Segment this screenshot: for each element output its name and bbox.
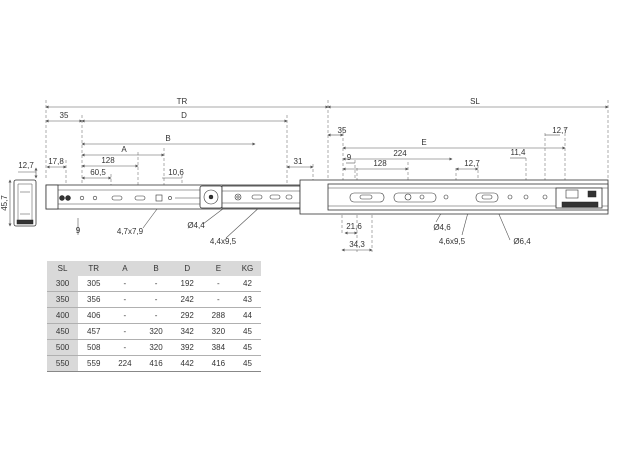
dimension-labels: TR SL 35 D B A 128 60,5 10,6 17,8 31 35 …: [0, 97, 568, 249]
label-12-7-side: 12,7: [18, 161, 34, 170]
table-cell: 288: [211, 311, 226, 320]
label-9-top: 9: [347, 153, 352, 162]
label-11-4: 11,4: [511, 148, 527, 157]
table-cell: -: [154, 295, 158, 304]
table-row: 300 305 - - 192 - 42: [47, 276, 261, 292]
label-128-right: 128: [373, 159, 387, 168]
table-cell: 392: [180, 343, 194, 352]
table-cell: 416: [149, 359, 163, 368]
label-34-3: 34,3: [349, 240, 365, 249]
table-cell: 224: [118, 359, 132, 368]
table-cell: 45: [243, 327, 252, 336]
table-cell: 192: [180, 279, 194, 288]
header-kg: KG: [233, 261, 261, 276]
label-128-left: 128: [101, 156, 115, 165]
table-cell: -: [123, 343, 127, 352]
label-sl: SL: [470, 97, 480, 106]
table-cell: 356: [87, 295, 101, 304]
table-cell: -: [154, 279, 158, 288]
label-a: A: [121, 145, 127, 154]
label-60-5: 60,5: [90, 168, 106, 177]
table-cell: 550: [47, 355, 79, 372]
table-row: 450 457 - 320 342 320 45: [47, 323, 261, 340]
table-cell: -: [217, 295, 220, 304]
table-cell: 457: [87, 327, 101, 336]
table-cell: 320: [211, 327, 226, 336]
table-cell: 43: [243, 295, 252, 304]
label-hole-6-4: Ø6,4: [513, 237, 531, 246]
table-cell: 44: [243, 311, 252, 320]
table-cell: 400: [47, 307, 79, 324]
label-slot-4-7x7-9: 4,7x7,9: [117, 227, 144, 236]
table-cell: -: [123, 327, 127, 336]
table-cell: -: [123, 295, 127, 304]
label-e: E: [421, 138, 426, 147]
table-cell: 508: [87, 343, 101, 352]
label-d: D: [181, 111, 187, 120]
header-e: E: [202, 261, 234, 276]
header-b: B: [140, 261, 172, 276]
label-12-7-mid: 12,7: [464, 159, 480, 168]
table-cell: 500: [47, 339, 79, 356]
table-cell: 342: [180, 327, 194, 336]
table-cell: 406: [87, 311, 101, 320]
header-d: D: [171, 261, 203, 276]
drawer-member: [299, 179, 609, 215]
table-cell: 559: [87, 359, 101, 368]
dimensions-table: SL TR A B D E KG 300 305 - - 192 - 42 35…: [47, 261, 261, 372]
table-row: 400 406 - - 292 288 44: [47, 307, 261, 324]
table-row: 550 559 224 416 442 416 45: [47, 355, 261, 372]
table-cell: 305: [87, 279, 101, 288]
bearing-carriage: [199, 185, 301, 209]
table-cell: 320: [149, 343, 163, 352]
side-profile-view: [13, 179, 37, 227]
table-cell: -: [123, 279, 127, 288]
table-cell: 350: [47, 291, 79, 308]
table-cell: 384: [211, 343, 226, 352]
header-a: A: [109, 261, 141, 276]
label-9-bottom: 9: [76, 226, 81, 235]
label-17-8: 17,8: [48, 157, 64, 166]
label-hole-4-6: Ø4,6: [433, 223, 451, 232]
header-sl: SL: [47, 261, 79, 276]
extension-lines: [45, 100, 609, 252]
label-35-right: 35: [338, 126, 347, 135]
table-row: 350 356 - - 242 - 43: [47, 291, 261, 308]
table-cell: 320: [149, 327, 163, 336]
table-cell: 42: [243, 279, 252, 288]
table-cell: 442: [180, 359, 194, 368]
table-cell: 242: [180, 295, 194, 304]
table-cell: -: [154, 311, 158, 320]
label-224: 224: [393, 149, 407, 158]
label-35-left: 35: [60, 111, 69, 120]
label-12-7-right: 12,7: [552, 126, 568, 135]
label-10-6: 10,6: [168, 168, 184, 177]
table-row: 500 508 - 320 392 384 45: [47, 339, 261, 356]
label-21-6: 21,6: [346, 222, 362, 231]
label-b: B: [165, 134, 170, 143]
table-cell: 300: [47, 276, 79, 292]
label-45-7: 45,7: [0, 195, 9, 211]
header-tr: TR: [78, 261, 110, 276]
table-cell: -: [217, 279, 220, 288]
table-cell: 45: [243, 343, 252, 352]
label-slot-4-4x9-5: 4,4x9,5: [210, 237, 237, 246]
table-header-row: SL TR A B D E KG: [47, 261, 261, 276]
table-cell: 45: [243, 359, 252, 368]
table-cell: 292: [180, 311, 194, 320]
label-slot-4-6x9-5: 4,6x9,5: [439, 237, 466, 246]
label-31: 31: [294, 157, 303, 166]
dimension-lines: [8, 105, 609, 252]
label-tr: TR: [177, 97, 188, 106]
table-cell: 416: [211, 359, 226, 368]
table-cell: 450: [47, 323, 79, 340]
table-cell: -: [123, 311, 127, 320]
label-hole-4-4: Ø4,4: [187, 221, 205, 230]
